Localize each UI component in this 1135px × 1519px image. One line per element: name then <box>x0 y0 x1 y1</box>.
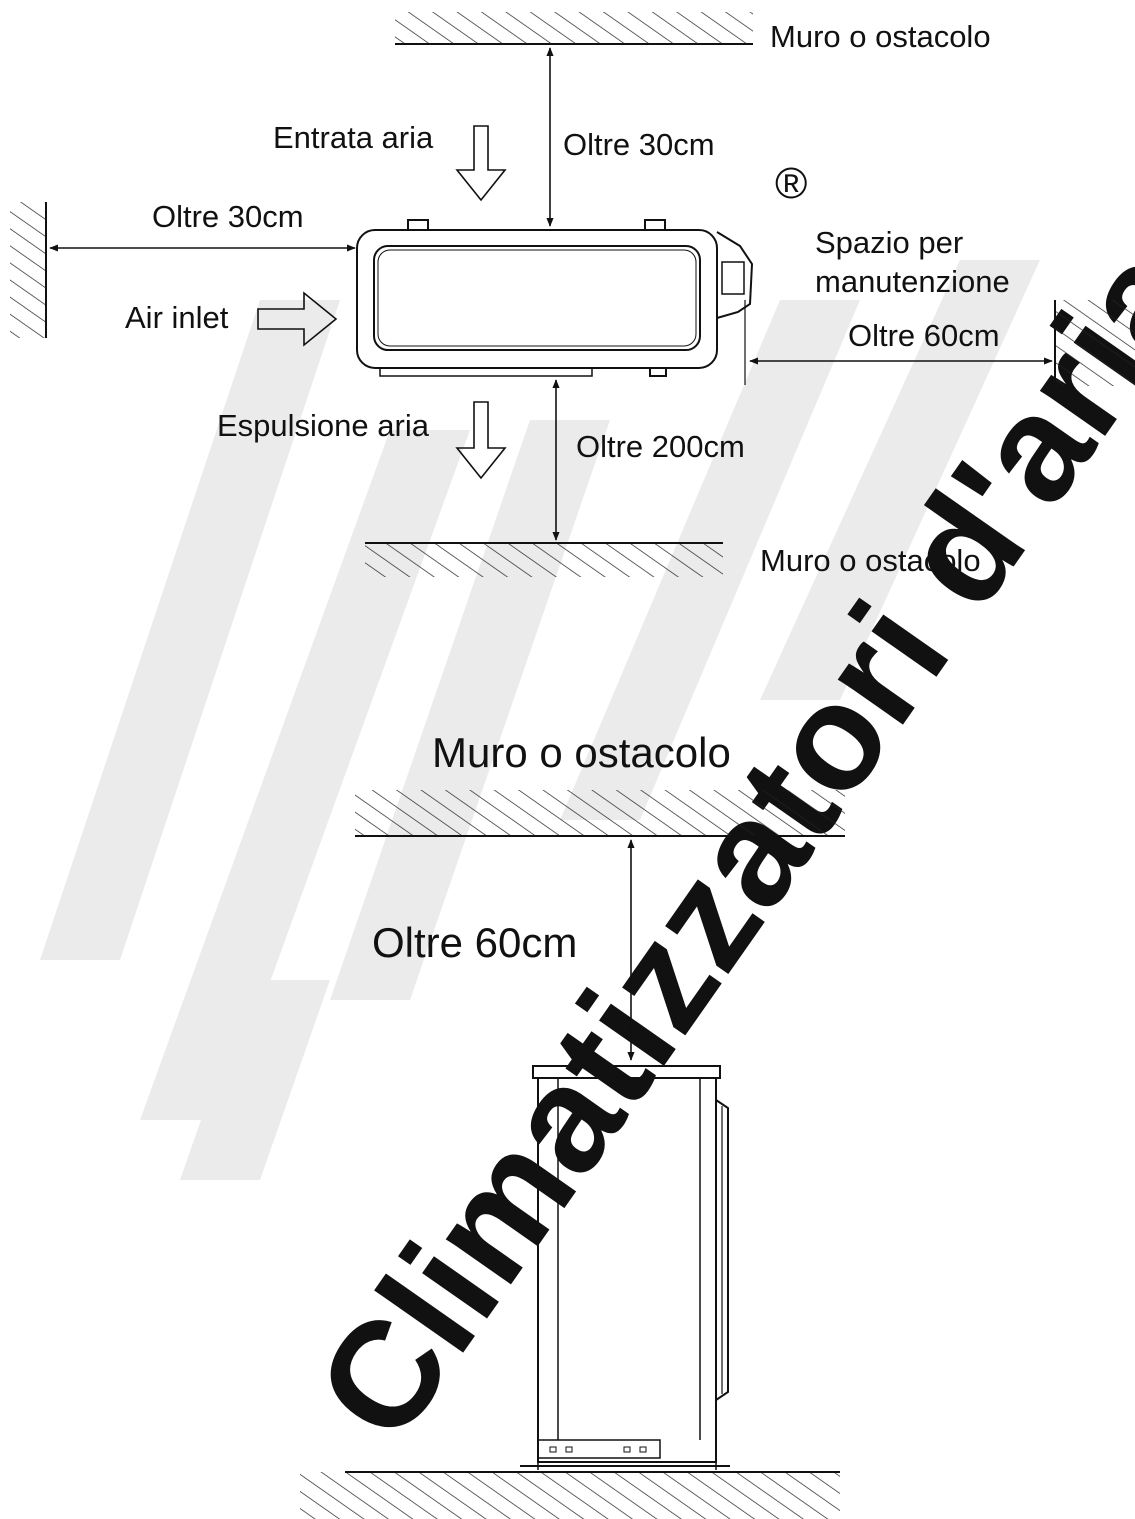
outdoor-top-wall <box>355 790 845 837</box>
indoor-unit <box>356 219 754 385</box>
clearance-outdoor-label: Oltre 60cm <box>372 919 577 966</box>
air-inlet-top-arrow-icon <box>455 125 507 202</box>
clearance-right-label: Oltre 60cm <box>848 318 1000 353</box>
air-outlet-arrow-icon <box>455 401 507 480</box>
floor <box>300 1471 840 1519</box>
top-wall-label: Muro o ostacolo <box>770 19 991 54</box>
air-inlet-top-label: Entrata aria <box>273 120 434 155</box>
outdoor-unit-diagram <box>300 790 845 1519</box>
top-wall <box>395 12 753 45</box>
registered-mark-icon: ® <box>775 159 807 208</box>
maintenance-label-line1: Spazio per <box>815 225 963 260</box>
outdoor-unit <box>520 1065 730 1470</box>
outdoor-diagram-labels: Muro o ostacolo Oltre 60cm <box>372 729 731 966</box>
bottom-wall-label: Muro o ostacolo <box>760 543 981 578</box>
air-inlet-side-label: Air inlet <box>125 300 229 335</box>
maintenance-label-line2: manutenzione <box>815 264 1010 299</box>
bottom-wall <box>365 542 723 577</box>
indoor-unit-diagram <box>10 12 1135 577</box>
outdoor-top-wall-label: Muro o ostacolo <box>432 729 731 776</box>
air-outlet-label: Espulsione aria <box>217 408 430 443</box>
indoor-diagram-labels: Muro o ostacolo Entrata aria Oltre 30cm … <box>125 19 1010 578</box>
right-wall <box>1054 300 1135 386</box>
left-wall <box>10 202 47 338</box>
clearance-bottom-label: Oltre 200cm <box>576 429 745 464</box>
clearance-top-label: Oltre 30cm <box>563 127 715 162</box>
air-inlet-side-arrow-icon <box>257 291 338 347</box>
clearance-left-label: Oltre 30cm <box>152 199 304 234</box>
